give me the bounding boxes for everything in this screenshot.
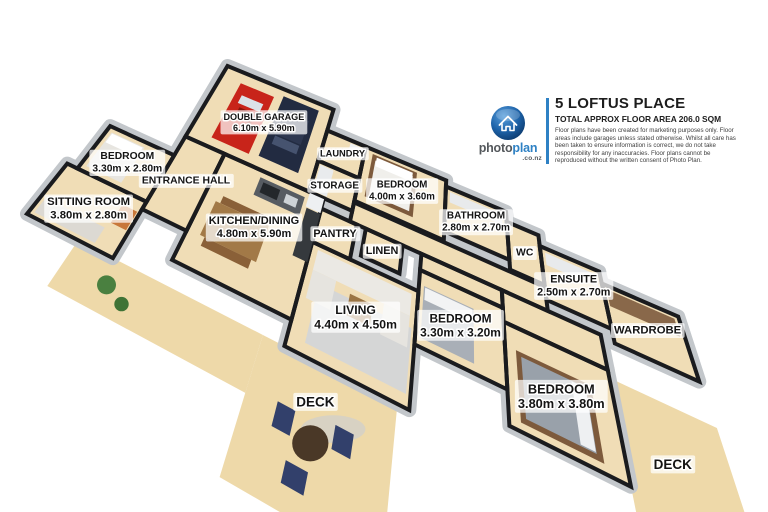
furniture-sofa-left-arm bbox=[305, 269, 337, 310]
room-floor-hall-c bbox=[420, 253, 503, 308]
room-label-bg-laundry bbox=[316, 147, 369, 161]
accent-divider bbox=[546, 98, 549, 164]
room-label-text-wc: WC bbox=[516, 248, 534, 259]
wordmark-photo: photo bbox=[478, 141, 513, 155]
room-label-deck-right: DECK bbox=[650, 455, 696, 474]
room-label-bg-bedroom-4 bbox=[514, 379, 608, 413]
plan-title: 5 LOFTUS PLACE bbox=[555, 95, 686, 112]
plan-subtitle: TOTAL APPROX FLOOR AREA 206.0 SQM bbox=[555, 114, 722, 124]
wordmark-plan: plan bbox=[512, 141, 538, 155]
room-label-bg-sitting-room bbox=[44, 194, 134, 223]
room-label-linen: LINEN bbox=[362, 243, 402, 259]
room-label-bg-living bbox=[311, 301, 401, 333]
wall-top-sitting-room bbox=[23, 161, 150, 261]
room-label-bg-bathroom bbox=[439, 209, 513, 236]
room-label-entrance-hall: ENTRANCE HALL bbox=[138, 173, 234, 188]
photoplan-logo bbox=[489, 104, 527, 142]
wall-top-linen bbox=[358, 225, 405, 277]
room-label-bg-bedroom-2 bbox=[366, 178, 439, 204]
room-floor-hall-a bbox=[350, 202, 548, 311]
room-label-bg-ensuite bbox=[534, 272, 614, 300]
furniture-deck-chair bbox=[271, 401, 296, 436]
room-label-bg-wc bbox=[513, 246, 537, 260]
room-label-bg-deck-right bbox=[650, 455, 696, 474]
room-label-text-linen: LINEN bbox=[366, 245, 399, 257]
furniture-island-cooktop bbox=[259, 182, 281, 201]
room-label-wardrobe: WARDROBE bbox=[611, 323, 685, 338]
room-label-text-deck-left: DECK bbox=[296, 394, 335, 409]
title-text-group: 5 LOFTUS PLACE TOTAL APPROX FLOOR AREA 2… bbox=[555, 96, 751, 165]
outdoor-deck-right bbox=[609, 377, 745, 512]
furniture-island-sink bbox=[283, 193, 299, 208]
wall-top-bedroom-4 bbox=[501, 318, 634, 491]
room-label-bg-kitchen-dining bbox=[205, 213, 303, 242]
room-label-deck-left: DECK bbox=[293, 392, 338, 411]
furniture-sofa-back bbox=[312, 250, 412, 316]
room-label-text-pantry: PANTRY bbox=[313, 228, 357, 240]
room-label-bg-entrance-hall bbox=[138, 173, 234, 188]
furniture-fridge bbox=[305, 192, 325, 214]
furniture-deck-chair bbox=[331, 424, 354, 460]
furniture-kitchen-counter bbox=[292, 207, 321, 263]
furniture-deck-chair bbox=[280, 460, 308, 496]
wall-top-wardrobe bbox=[599, 280, 703, 386]
furniture-plant bbox=[97, 275, 116, 295]
furniture-deck-table bbox=[292, 425, 329, 462]
room-label-bg-storage bbox=[307, 178, 363, 193]
room-label-pantry: PANTRY bbox=[310, 226, 361, 242]
room-label-bg-linen bbox=[362, 243, 402, 259]
wordmark-domain: .co.nz bbox=[522, 154, 542, 162]
furniture-dining-chairs-bottom bbox=[200, 237, 252, 269]
room-label-bg-bedroom-1 bbox=[89, 149, 166, 176]
room-label-text-deck-right: DECK bbox=[654, 457, 693, 472]
furniture-red-car-windshield bbox=[237, 95, 264, 113]
title-block: photoplan .co.nz 5 LOFTUS PLACE TOTAL AP… bbox=[462, 96, 762, 186]
furniture-suv-windshield bbox=[271, 135, 300, 155]
room-label-text-wardrobe: WARDROBE bbox=[614, 325, 682, 337]
room-label-storage: STORAGE bbox=[307, 178, 363, 193]
room-label-text-laundry: LAUNDRY bbox=[320, 149, 366, 159]
room-label-bg-pantry bbox=[310, 226, 361, 242]
plan-disclaimer: Floor plans have been created for market… bbox=[555, 127, 736, 165]
house-icon bbox=[491, 106, 525, 140]
room-label-bg-double-garage bbox=[220, 110, 308, 135]
room-label-wc: WC bbox=[513, 246, 537, 260]
wall-top-living bbox=[282, 238, 421, 414]
photoplan-wordmark: photoplan .co.nz bbox=[468, 142, 548, 162]
furniture-bed2-pillows bbox=[375, 157, 413, 182]
room-floor-hall-b bbox=[501, 290, 608, 370]
room-label-bg-deck-left bbox=[293, 392, 338, 411]
furniture-plant bbox=[114, 296, 129, 312]
room-label-text-storage: STORAGE bbox=[310, 180, 359, 191]
room-label-bg-wardrobe bbox=[611, 323, 685, 338]
room-label-bg-bedroom-3 bbox=[417, 309, 504, 341]
room-label-text-entrance-hall: ENTRANCE HALL bbox=[142, 175, 231, 186]
room-label-laundry: LAUNDRY bbox=[316, 147, 369, 161]
